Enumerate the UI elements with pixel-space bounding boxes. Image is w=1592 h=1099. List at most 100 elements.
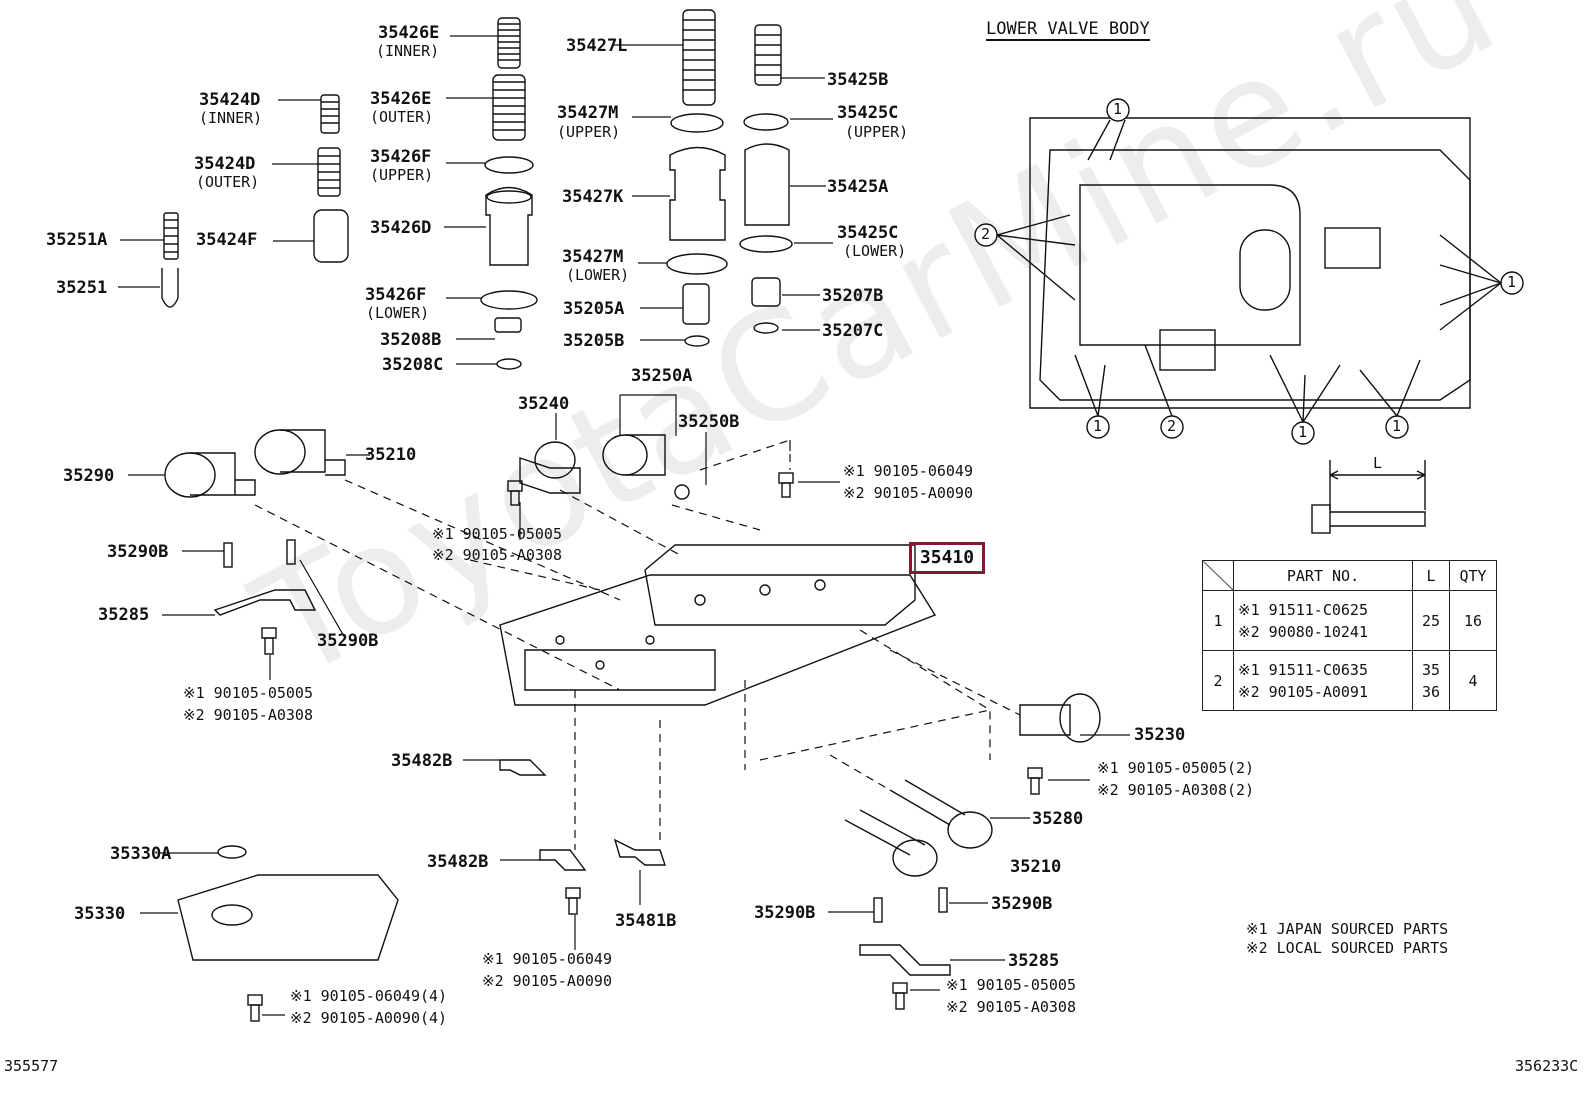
bolt-icon: [565, 887, 581, 915]
bolt-note-2-line2: ※2 90105-A0308: [432, 546, 562, 564]
bolt-length-label: L: [1373, 454, 1383, 472]
label-35427K: 35427K: [562, 187, 624, 207]
sub-35424D-outer: (OUTER): [196, 173, 260, 191]
label-35207C: 35207C: [822, 321, 884, 341]
row-part: ※2 90080-10241: [1238, 622, 1368, 641]
row-part: ※2 90105-A0091: [1238, 682, 1368, 701]
bolt-note-7-line2: ※2 90105-A0308: [946, 998, 1076, 1016]
spring-35426E-inner: [497, 17, 521, 69]
label-35425B: 35425B: [827, 70, 889, 90]
bolt-note-2-line1: ※1 90105-05005: [432, 525, 562, 543]
solenoid-35210b: [844, 809, 938, 877]
oil-strainer-35330: [177, 874, 399, 961]
corner-code-right: 356233C: [1515, 1057, 1579, 1075]
solenoid-35280: [889, 779, 993, 849]
sub-35425C-lower: (LOWER): [843, 242, 907, 260]
label-35424D-inner: 35424D: [199, 90, 261, 110]
bolt-icon: [1027, 767, 1043, 795]
valve-body-inset: [1029, 117, 1471, 409]
label-35210-b: 35210: [1010, 857, 1062, 877]
label-35251: 35251: [56, 278, 108, 298]
bolt-note-6-line2: ※2 90105-A0090(4): [290, 1009, 448, 1027]
label-35210-a: 35210: [365, 445, 417, 465]
callout-2: 2: [981, 225, 991, 243]
solenoid-35240: [519, 441, 581, 494]
bolt-part-table: PART NO. L QTY 1 ※1 91511-C0625 ※2 90080…: [1202, 560, 1497, 711]
title: LOWER VALVE BODY: [986, 19, 1150, 41]
label-35427M-upper: 35427M: [557, 103, 619, 123]
label-35481B: 35481B: [615, 911, 677, 931]
row-key: 2: [1202, 650, 1234, 711]
callout-1: 1: [1298, 423, 1308, 441]
valve-body-assembly: [499, 544, 937, 706]
label-35426D: 35426D: [370, 218, 432, 238]
callout-1: 1: [1392, 417, 1402, 435]
label-35425C-lower: 35425C: [837, 223, 899, 243]
bolt-note-7-line1: ※1 90105-05005: [946, 976, 1076, 994]
legend-japan: ※1 JAPAN SOURCED PARTS: [1246, 920, 1449, 938]
bolt-icon: [778, 472, 794, 498]
row-key: 1: [1202, 590, 1234, 651]
label-35482B-a: 35482B: [391, 751, 453, 771]
label-35330A: 35330A: [110, 844, 172, 864]
table-row: 1 ※1 91511-C0625 ※2 90080-10241 25 16: [1202, 590, 1497, 651]
spring-35426E-outer: [492, 74, 526, 141]
solenoid-35230: [1019, 693, 1101, 743]
label-35427M-lower: 35427M: [562, 247, 624, 267]
label-35280: 35280: [1032, 809, 1084, 829]
bolt-note-1-line2: ※2 90105-A0090: [843, 484, 973, 502]
row-part: ※1 91511-C0625: [1238, 600, 1368, 619]
solenoid-35210: [254, 429, 346, 476]
row-qty: 4: [1449, 650, 1497, 711]
table-header-part-no: PART NO.: [1233, 560, 1413, 591]
bolt-note-1-line1: ※1 90105-06049: [843, 462, 973, 480]
label-35205B: 35205B: [563, 331, 625, 351]
bolt-note-4-line2: ※2 90105-A0308(2): [1097, 781, 1255, 799]
bolt-note-5-line1: ※1 90105-06049: [482, 950, 612, 968]
sub-35426F-lower: (LOWER): [366, 304, 430, 322]
corner-code-left: 355577: [4, 1057, 59, 1075]
label-35290B-a: 35290B: [107, 542, 169, 562]
label-35424F: 35424F: [196, 230, 258, 250]
bolt-icon: [507, 480, 523, 506]
label-35205A: 35205A: [563, 299, 625, 319]
highlight-part-35410[interactable]: 35410: [909, 542, 985, 574]
bolt-note-6-line1: ※1 90105-06049(4): [290, 987, 448, 1005]
bolt-icon: [261, 627, 277, 655]
callout-2: 2: [1167, 417, 1177, 435]
label-35482B-b: 35482B: [427, 852, 489, 872]
callout-1: 1: [1093, 417, 1103, 435]
label-35290B-c: 35290B: [754, 903, 816, 923]
table-corner-cell: [1202, 560, 1234, 591]
label-35240: 35240: [518, 394, 570, 414]
bolt-note-3-line2: ※2 90105-A0308: [183, 706, 313, 724]
label-35251A: 35251A: [46, 230, 108, 250]
bolt-note-3-line1: ※1 90105-05005: [183, 684, 313, 702]
solenoid-35250A: [602, 434, 666, 476]
label-35426E-outer: 35426E: [370, 89, 432, 109]
table-header-l: L: [1412, 560, 1450, 591]
label-35290B-d: 35290B: [991, 894, 1053, 914]
sleeve-35426D: [485, 186, 533, 266]
label-35230: 35230: [1134, 725, 1186, 745]
label-35207B: 35207B: [822, 286, 884, 306]
sub-35425C-upper: (UPPER): [845, 123, 909, 141]
label-35250A: 35250A: [631, 366, 693, 386]
label-35426F-upper: 35426F: [370, 147, 432, 167]
label-35250B: 35250B: [678, 412, 740, 432]
solenoid-35290: [164, 452, 256, 498]
bolt-icon: [247, 994, 263, 1022]
sub-35426F-upper: (UPPER): [370, 166, 434, 184]
label-35427L: 35427L: [566, 36, 628, 56]
label-35426F-lower: 35426F: [365, 285, 427, 305]
row-l: 25: [1412, 590, 1450, 651]
bolt-note-5-line2: ※2 90105-A0090: [482, 972, 612, 990]
row-part: ※1 91511-C0635: [1238, 660, 1368, 679]
label-35330: 35330: [74, 904, 126, 924]
sub-35427M-lower: (LOWER): [566, 266, 630, 284]
label-35290B-b: 35290B: [317, 631, 379, 651]
table-row: 2 ※1 91511-C0635 ※2 90105-A0091 35 36 4: [1202, 650, 1497, 711]
label-35290: 35290: [63, 466, 115, 486]
label-35208B: 35208B: [380, 330, 442, 350]
